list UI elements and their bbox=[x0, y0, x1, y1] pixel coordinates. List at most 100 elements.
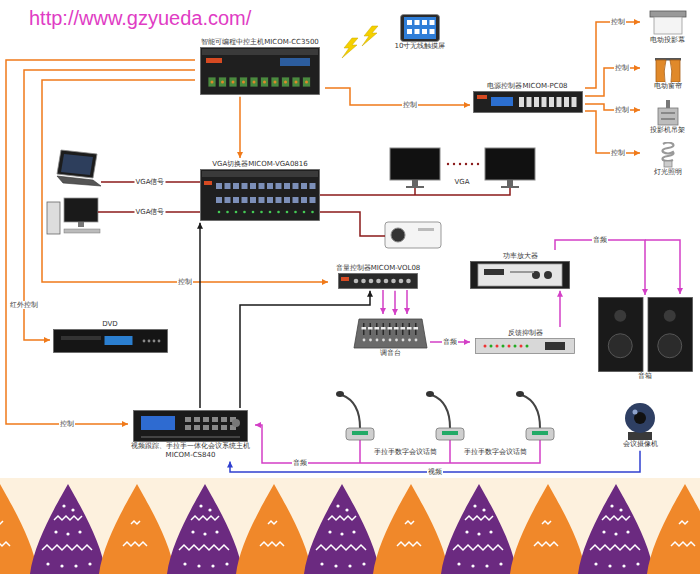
mixer-desk: 调音台 bbox=[350, 315, 430, 360]
vga-port bbox=[225, 183, 231, 189]
curtain-device: 电动窗帘 bbox=[640, 56, 695, 93]
power-socket bbox=[556, 97, 561, 107]
monitor bbox=[485, 148, 535, 180]
rack-chassis bbox=[134, 411, 248, 442]
mic-base bbox=[526, 428, 554, 440]
status-light bbox=[526, 344, 529, 347]
lift-slot bbox=[661, 112, 675, 114]
mic-light bbox=[352, 431, 368, 435]
rack-top bbox=[202, 49, 318, 55]
wireless-bolt bbox=[342, 38, 358, 58]
tree-decoration bbox=[0, 484, 38, 574]
status-light bbox=[235, 210, 238, 213]
pc-monitor bbox=[64, 198, 98, 222]
mic-light bbox=[442, 431, 458, 435]
vga-port bbox=[284, 197, 290, 203]
device-body bbox=[400, 14, 440, 42]
power-socket bbox=[564, 97, 569, 107]
status-light bbox=[243, 210, 246, 213]
wire-label: 红外控制 bbox=[9, 301, 39, 309]
vga-port bbox=[250, 197, 256, 203]
device-picture bbox=[53, 329, 168, 353]
display bbox=[545, 342, 565, 350]
curtain-drape bbox=[670, 60, 680, 82]
pc-keyboard bbox=[64, 229, 100, 233]
screw bbox=[263, 80, 266, 83]
ellipsis-dot bbox=[459, 163, 461, 165]
device-body bbox=[133, 410, 248, 442]
display bbox=[141, 416, 175, 430]
monitor-stand bbox=[501, 180, 519, 188]
signal-connector bbox=[585, 104, 640, 110]
device-body bbox=[655, 58, 681, 82]
wire-label: 控制 bbox=[177, 278, 193, 286]
screen-icon bbox=[430, 20, 435, 25]
mic-gooseneck bbox=[432, 395, 450, 428]
audio-wire bbox=[255, 425, 540, 463]
monitor bbox=[390, 148, 440, 180]
tree-decoration bbox=[304, 484, 380, 574]
device-picture bbox=[655, 58, 681, 82]
tree-decoration bbox=[373, 484, 449, 574]
vent bbox=[510, 271, 534, 273]
knob bbox=[391, 278, 396, 283]
mic-head bbox=[336, 391, 344, 397]
device-label: 功率放大器 bbox=[503, 252, 538, 261]
knob bbox=[376, 278, 381, 283]
signal-connector bbox=[24, 70, 195, 340]
device-picture bbox=[660, 142, 676, 168]
device-body bbox=[598, 297, 693, 372]
vga-port bbox=[259, 197, 265, 203]
mixer-body bbox=[354, 319, 427, 348]
screen-icon bbox=[407, 20, 412, 25]
vga-port bbox=[301, 197, 307, 203]
knob bbox=[361, 278, 366, 283]
tree-decoration bbox=[647, 484, 700, 574]
mic-base bbox=[346, 428, 374, 440]
screen-device: 电动投影幕 bbox=[640, 8, 695, 47]
speaker-pair: 音箱 bbox=[595, 295, 695, 383]
projector-vent bbox=[418, 228, 434, 231]
knob bbox=[388, 339, 391, 342]
signal-label: 音频 bbox=[292, 459, 308, 467]
mic-gooseneck bbox=[522, 395, 540, 428]
screw bbox=[284, 80, 287, 83]
rack-chassis bbox=[339, 273, 418, 288]
wire-label: 控制 bbox=[614, 106, 630, 114]
device-body bbox=[53, 329, 168, 353]
tree-decoration bbox=[510, 484, 586, 574]
power-socket bbox=[519, 97, 524, 107]
camera-dome bbox=[625, 403, 655, 433]
tree-decoration bbox=[30, 484, 106, 574]
signal-connector bbox=[325, 88, 470, 105]
camera-base bbox=[628, 432, 652, 440]
device-picture bbox=[620, 400, 660, 440]
ellipsis-dot bbox=[447, 163, 449, 165]
status-light bbox=[277, 210, 280, 213]
audio-wire bbox=[645, 240, 680, 294]
vga-port bbox=[233, 183, 239, 189]
vga-port bbox=[242, 197, 248, 203]
device-body bbox=[338, 273, 418, 289]
power-amplifier: 功率放大器 bbox=[465, 250, 575, 291]
device-body bbox=[200, 169, 320, 221]
status-light bbox=[294, 210, 297, 213]
device-picture bbox=[200, 47, 320, 95]
device-label: 电动投影幕 bbox=[650, 36, 685, 45]
device-picture bbox=[657, 100, 679, 126]
terminal bbox=[282, 77, 290, 87]
mic-head bbox=[426, 391, 434, 397]
laptop-display bbox=[61, 154, 93, 175]
device-body bbox=[657, 100, 679, 126]
vga-port bbox=[216, 183, 222, 189]
touch-panel: 10寸无线触摸屏 bbox=[385, 12, 455, 53]
camera-highlight bbox=[633, 410, 638, 415]
signal-connector bbox=[585, 68, 640, 96]
audio-wire bbox=[406, 290, 408, 314]
knob bbox=[232, 419, 240, 427]
disc-tray bbox=[61, 336, 101, 340]
power-socket bbox=[534, 97, 539, 107]
device-body bbox=[660, 142, 676, 168]
lift-device: 投影机吊架 bbox=[640, 98, 695, 137]
